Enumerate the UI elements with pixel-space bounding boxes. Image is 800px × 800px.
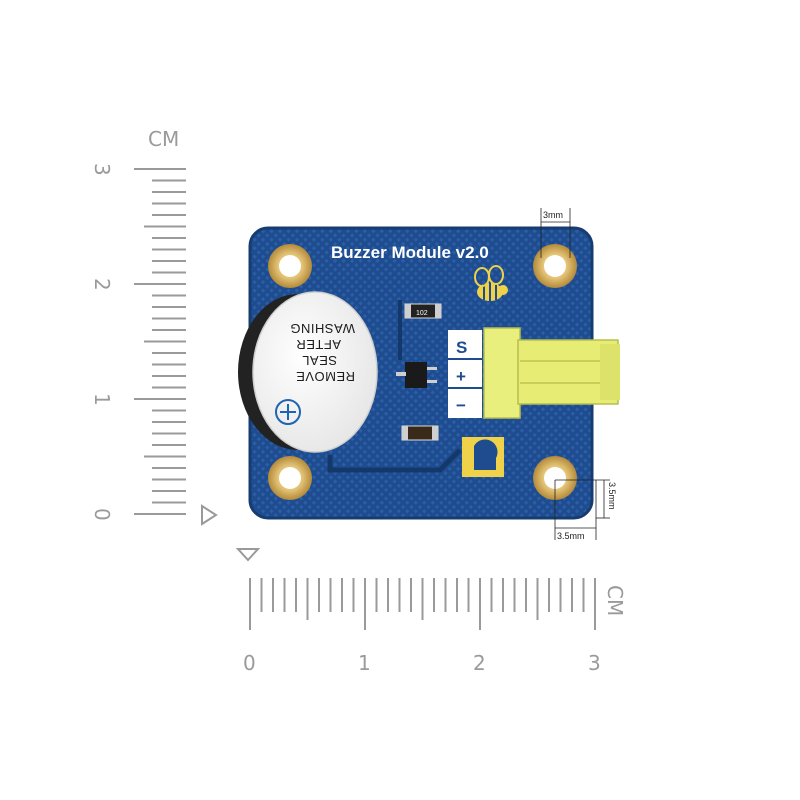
- transistor: [396, 362, 437, 388]
- buzzer-seal-label: REMOVE SEAL AFTER WASHING: [290, 321, 355, 384]
- hole-diameter-dimension: 3mm: [540, 208, 571, 258]
- mounting-hole: [533, 456, 577, 500]
- horizontal-ruler-ticks: [249, 578, 596, 630]
- pcb-trace: [327, 448, 462, 473]
- vertical-ruler-ticks: [134, 168, 186, 515]
- buzzer-label-line-2: SEAL: [302, 353, 337, 368]
- buzzer-polarity-icon: [275, 399, 301, 425]
- mounting-hole: [533, 244, 577, 288]
- 3-pin-connector: [483, 327, 620, 419]
- ruler-arrow-icon: [201, 504, 218, 526]
- ruler-arrow-icon: [235, 548, 261, 562]
- smd-capacitor: [401, 425, 439, 441]
- pin-label-gnd: −: [456, 396, 466, 415]
- vertical-ruler-label-2: 2: [90, 278, 114, 291]
- buzzer-label-line-3: AFTER: [296, 337, 341, 352]
- buzzer-module-board: Buzzer Module v2.0 102: [238, 226, 620, 520]
- horizontal-ruler-label-2: 2: [473, 651, 486, 675]
- pin-label-signal: S: [456, 338, 467, 357]
- horizontal-ruler-label-0: 0: [243, 651, 256, 675]
- mounting-hole: [268, 244, 312, 288]
- vertical-ruler-label-3: 3: [90, 163, 114, 176]
- horizontal-ruler: CM 0 1 2 3: [235, 548, 627, 675]
- horizontal-ruler-label-1: 1: [358, 651, 371, 675]
- buzzer-label-line-4: WASHING: [290, 321, 355, 336]
- offset-y-label: 3.5mm: [607, 482, 617, 510]
- edge-offset-dimension: 3.5mm 3.5mm: [554, 479, 617, 541]
- horizontal-ruler-unit: CM: [603, 585, 627, 616]
- vertical-ruler-unit: CM: [148, 127, 179, 151]
- smd-resistor: 102: [404, 303, 442, 319]
- vertical-ruler: CM 0 1 2 3: [90, 127, 218, 526]
- offset-x-label: 3.5mm: [557, 531, 585, 541]
- resistor-marking: 102: [416, 310, 428, 317]
- board-title: Buzzer Module v2.0: [331, 243, 489, 262]
- vertical-ruler-label-0: 0: [90, 508, 114, 521]
- pin-label-box: S + −: [448, 330, 482, 418]
- mounting-hole: [268, 456, 312, 500]
- vertical-ruler-label-1: 1: [90, 393, 114, 406]
- vertical-ruler-labels: 0 1 2 3: [90, 163, 114, 521]
- horizontal-ruler-label-3: 3: [588, 651, 601, 675]
- brand-logo-icon: [462, 437, 504, 477]
- pin-label-vcc: +: [456, 367, 466, 386]
- bee-logo-icon: [474, 265, 508, 301]
- buzzer: REMOVE SEAL AFTER WASHING: [238, 291, 378, 453]
- hole-diameter-label: 3mm: [543, 210, 563, 220]
- buzzer-label-line-1: REMOVE: [296, 369, 355, 384]
